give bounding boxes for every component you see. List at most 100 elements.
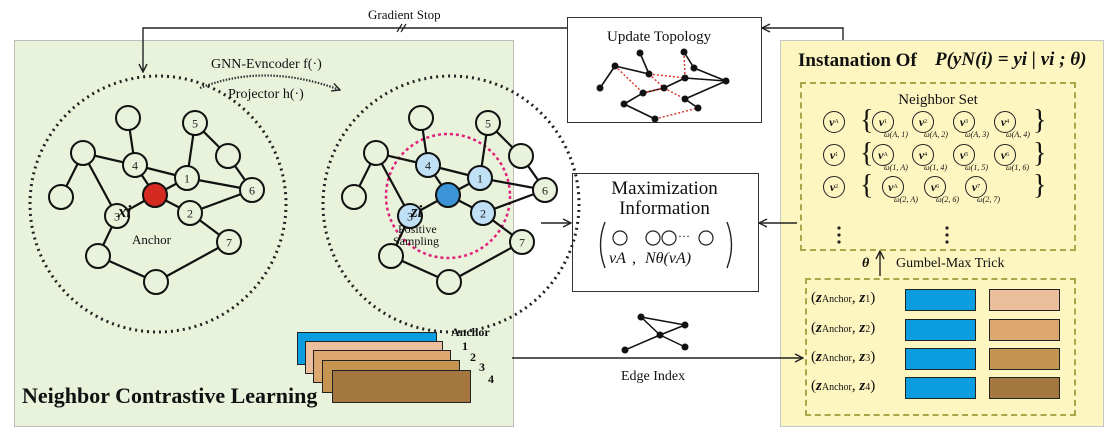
topology-node [645, 70, 653, 78]
formula-node-anchor [612, 230, 628, 246]
neighbor-set-close-brace: } [1033, 138, 1047, 169]
edge-index-node [681, 343, 689, 351]
topology-node [651, 115, 659, 123]
formula-left-paren [599, 221, 606, 269]
graph-edge [155, 241, 230, 283]
neighbor-embedding-bar [989, 348, 1060, 370]
stack-label-anchor: Anchor [451, 325, 490, 339]
graph-node-1 [467, 165, 493, 191]
graph-node-unlabeled [341, 184, 367, 210]
edge-index-node [621, 346, 629, 354]
graph-node-4 [122, 152, 148, 178]
positive-label: Positive [398, 222, 437, 236]
stack-label-2: 2 [470, 350, 476, 364]
formula-right-paren [726, 221, 733, 269]
pair-box [805, 278, 1076, 416]
topology-node [681, 95, 689, 103]
graph-node-label: 2 [187, 207, 193, 221]
topology-node [680, 48, 688, 56]
neighbor-weight-label: ω(1, 5) [965, 163, 988, 172]
neighbor-set-close-brace: } [1033, 170, 1047, 201]
gradient-stop-break-mark [396, 23, 407, 33]
formula-ellipsis: ··· [678, 229, 690, 243]
anchor-embedding-bar [905, 348, 976, 370]
sampling-label: Sampling [393, 234, 440, 248]
anchor-symbol: xi [118, 202, 132, 221]
panel-title-ncl: Neighbor Contrastive Learning [22, 383, 318, 408]
theta-label: θ [862, 256, 870, 271]
topology-new-edge [663, 87, 686, 100]
projector-label: Projector h(·) [228, 87, 304, 102]
anchor-embedding-bar [905, 377, 976, 399]
update-topology-title: Update Topology [607, 29, 712, 45]
neighbor-set-title: Neighbor Set [898, 92, 978, 108]
edge-index-node [656, 331, 664, 339]
graph-node-label: 7 [519, 236, 525, 250]
neighbor-set-open-brace: { [860, 170, 874, 201]
graph-node-unlabeled [85, 243, 111, 269]
graph-node-6 [239, 177, 265, 203]
graph-node-unlabeled [508, 143, 534, 169]
edge-index-edge [640, 316, 661, 336]
maxinfo-line2: Information [619, 198, 710, 219]
neighbor-weight-label: ω(A, 2) [924, 130, 948, 139]
edge-index-graph [621, 313, 689, 354]
neighbor-embedding-bar [989, 289, 1060, 311]
graph-node-3 [397, 203, 423, 229]
graph-node-5 [475, 110, 501, 136]
topology-node [639, 89, 647, 97]
pair-label: (zAnchor, z2) [811, 320, 876, 336]
graph-node-label: 1 [184, 172, 190, 186]
graph-node-7 [216, 229, 242, 255]
topology-new-edge [654, 107, 699, 120]
edge-index-edge [624, 334, 661, 351]
graph-node-label: 1 [477, 172, 483, 186]
graph-node-unlabeled [215, 143, 241, 169]
instantiation-title-prefix: Instanation Of [798, 50, 917, 71]
graph-node-3 [104, 203, 130, 229]
graph-node-label: 4 [132, 159, 138, 173]
maxinfo-line1: Maximization [611, 178, 718, 199]
topology-edge [623, 103, 656, 120]
maxinfo-formula-nodes: ··· [599, 221, 733, 269]
gradient-stop-arrow [143, 27, 567, 72]
neighbor-set-box [800, 82, 1076, 251]
topology-node [611, 62, 619, 70]
topology-edge [614, 65, 650, 75]
stack-label-1: 1 [462, 339, 468, 353]
formula-node-neighbor [661, 230, 677, 246]
edge-index-node [637, 313, 645, 321]
graph-node-7 [509, 229, 535, 255]
neighbor-weight-label: ω(2, A) [894, 195, 918, 204]
graph-node-label: 6 [542, 184, 548, 198]
graph-node-2 [177, 200, 203, 226]
encoder-label: GNN-Evncoder f(·) [211, 57, 322, 72]
gradient-stop-label: Gradient Stop [368, 7, 441, 22]
neighbor-weight-label: ω(A, 1) [884, 130, 908, 139]
topology-node [694, 104, 702, 112]
formula-node-neighbor [645, 230, 661, 246]
neighbor-embedding-bar [989, 377, 1060, 399]
topology-new-edge [648, 73, 686, 79]
graph-node-unlabeled [436, 269, 462, 295]
formula-node-neighbor [698, 230, 714, 246]
update-topology-graph [596, 48, 730, 123]
graph-node-5 [182, 110, 208, 136]
topology-edge [693, 67, 727, 82]
topology-edge [599, 65, 616, 89]
update-topology-box [567, 17, 762, 123]
instantiation-to-topology-arrow [762, 28, 844, 40]
graph-node-6 [532, 177, 558, 203]
positive-anchor-symbol: zi [411, 202, 423, 221]
topology-node [690, 64, 698, 72]
graph-node-label: 7 [226, 236, 232, 250]
positive-sampling-ring [384, 132, 512, 260]
graph-node-label: 2 [480, 207, 486, 221]
topology-new-edge [642, 87, 665, 94]
pair-label: (zAnchor, z3) [811, 349, 876, 365]
